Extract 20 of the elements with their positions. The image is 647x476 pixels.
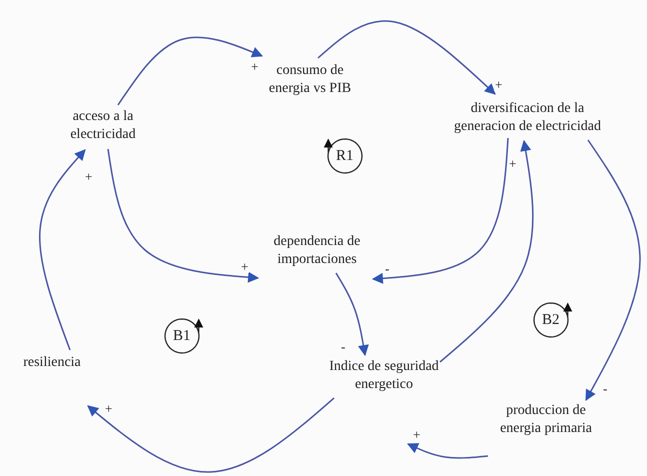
loop-label: R1: [336, 148, 354, 164]
variable-label: diversificacion de la generacion de electricidad: [440, 100, 615, 138]
variable-label: consumo de energia vs PIB: [258, 62, 362, 100]
arrow: [440, 140, 534, 363]
arrow: [585, 140, 641, 401]
variable-label: acceso a la electricidad: [55, 108, 151, 146]
variable-label: produccion de energia primaria: [488, 402, 604, 440]
arrow: [39, 149, 86, 350]
arrow: [372, 138, 509, 284]
loop-label: B1: [173, 328, 191, 344]
variable-label: resiliencia: [14, 354, 90, 374]
arrow: [87, 397, 334, 473]
variable-label: dependencia de importaciones: [258, 233, 376, 271]
arrow: [117, 36, 264, 106]
arrow: [107, 148, 260, 283]
loop-label: B2: [542, 312, 560, 328]
arrow: [318, 20, 496, 95]
arrow: [335, 272, 369, 356]
variable-label: Indice de seguridad energetico: [314, 358, 454, 396]
arrow: [407, 443, 488, 459]
